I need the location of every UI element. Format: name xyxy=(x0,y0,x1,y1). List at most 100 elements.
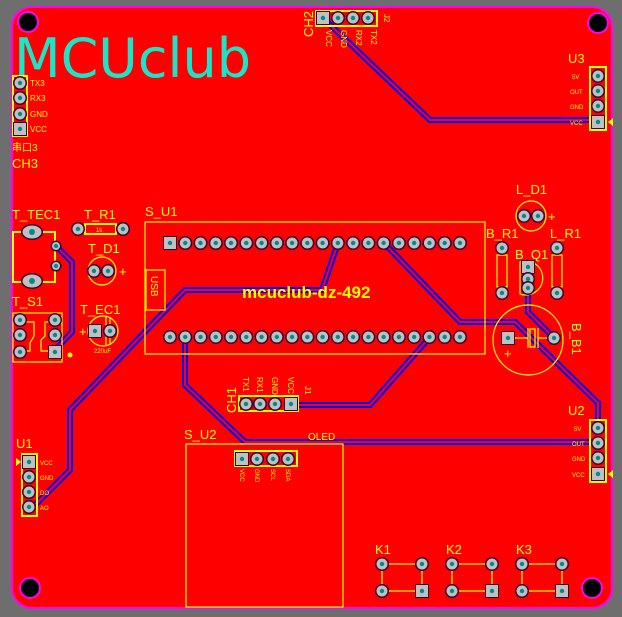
pad-round xyxy=(163,330,177,344)
pad-square xyxy=(22,455,36,469)
trace-gap xyxy=(291,336,431,406)
ch1-header[interactable]: CH1 TX1 RX1 GND VCC J1 xyxy=(224,377,312,413)
l-d1[interactable]: L_D1 + xyxy=(515,182,556,232)
pad-round xyxy=(550,286,564,300)
pad-round xyxy=(531,209,545,223)
b-b1-designator: B_B1 xyxy=(569,323,584,355)
pad-round xyxy=(452,236,467,250)
pin-label: TX1 xyxy=(241,377,250,392)
pad-round xyxy=(103,324,117,338)
u3-designator: U3 xyxy=(568,51,585,66)
pin-label: VCC xyxy=(238,469,244,482)
pad-round xyxy=(547,331,561,345)
pad-round xyxy=(268,397,282,411)
pin-label: VCC xyxy=(40,461,53,467)
pin-label: SCL xyxy=(269,469,275,481)
plus-icon: + xyxy=(119,264,127,279)
pin-label: SDA xyxy=(284,469,290,481)
t-d1-designator: T_D1 xyxy=(88,241,120,256)
pad-square xyxy=(591,467,605,481)
pad-round xyxy=(48,328,62,342)
pad-round xyxy=(281,452,295,466)
pad-round xyxy=(445,557,459,571)
pad-round xyxy=(346,236,361,250)
pad-round xyxy=(254,330,269,344)
s-u2-designator: S_U2 xyxy=(184,427,217,442)
b-r1-designator: B_R1 xyxy=(486,226,519,241)
pad-round xyxy=(22,485,36,499)
pad-square xyxy=(13,122,27,136)
pad-round xyxy=(437,236,452,250)
ch2-header[interactable]: CH2 VCC GND RX2 TX2 J2 xyxy=(301,10,391,48)
key-switch-outline xyxy=(381,563,423,592)
t-d1[interactable]: T_D1 + xyxy=(87,241,127,286)
pad-round xyxy=(269,236,284,250)
pad-round xyxy=(315,330,330,344)
pad-round xyxy=(346,11,360,25)
oled-title: OLED xyxy=(308,432,335,443)
pad-round xyxy=(101,264,115,278)
pad-square xyxy=(48,345,62,359)
pad-round xyxy=(361,11,375,25)
pin-label: 5V xyxy=(574,427,581,433)
pad-round xyxy=(422,236,437,250)
trace-gap xyxy=(322,17,598,121)
pad-square xyxy=(284,397,298,411)
plus-icon: + xyxy=(548,209,556,224)
pad-round xyxy=(495,241,509,255)
pad-round xyxy=(591,99,605,113)
t-ec1-designator: T_EC1 xyxy=(80,302,120,317)
u2-header[interactable]: U2 5V OUT GND VCC xyxy=(568,403,613,483)
s-u1-mcu-module[interactable]: S_U1 USB mcuclub-dz-492 xyxy=(144,204,486,355)
pad-round xyxy=(495,286,509,300)
pad-round xyxy=(13,91,27,105)
key-k1-designator: K1 xyxy=(375,542,391,557)
pad-round xyxy=(266,452,280,466)
pad-round xyxy=(555,557,569,571)
pad-round xyxy=(591,84,605,98)
pin-label: VCC xyxy=(30,125,47,134)
pad-oval xyxy=(21,273,43,289)
pin-label: GND xyxy=(40,476,54,482)
u1-designator: U1 xyxy=(16,436,33,451)
pad-round xyxy=(13,313,27,327)
mounting-hole-icon xyxy=(19,577,41,599)
key-switch-outline xyxy=(521,563,563,592)
pad-round xyxy=(485,557,499,571)
ch1-designator: CH1 xyxy=(224,387,239,413)
t-s1[interactable]: T_S1 xyxy=(12,294,73,363)
pad-round xyxy=(300,236,315,250)
pin-label: GND xyxy=(30,110,48,119)
pad-round xyxy=(391,330,406,344)
pad-round xyxy=(239,236,254,250)
pin-label: RX2 xyxy=(354,30,363,46)
ch1-ref: J1 xyxy=(303,386,312,395)
pin-label: DO xyxy=(40,491,49,497)
pad-round xyxy=(178,236,193,250)
pad-round xyxy=(22,470,36,484)
pad-round xyxy=(391,236,406,250)
t-ec1-value: 220uF xyxy=(94,349,111,355)
pin-label: GND xyxy=(570,105,584,111)
trace-gap xyxy=(54,245,73,351)
pad-round xyxy=(315,236,330,250)
pin-label: AO xyxy=(40,506,49,512)
pad-round xyxy=(13,76,27,90)
pad-round xyxy=(415,557,429,571)
b-b1-buzzer[interactable]: + B_B1 xyxy=(492,304,584,376)
pads xyxy=(13,11,605,598)
pin-label: VCC xyxy=(324,30,333,47)
ch3-caption: 串口3 xyxy=(12,142,38,154)
pad-square xyxy=(521,260,535,274)
pad-round xyxy=(330,330,345,344)
pin-label: 5V xyxy=(572,75,579,81)
u1-header[interactable]: U1 VCC GND DO AO xyxy=(16,436,54,517)
pad-round xyxy=(253,397,267,411)
mounting-hole-icon xyxy=(587,12,609,34)
pad-round xyxy=(254,236,269,250)
plus-icon: + xyxy=(504,346,512,361)
pad-round xyxy=(515,584,529,598)
pad-round xyxy=(376,330,391,344)
u3-header[interactable]: U3 5V OUT GND VCC xyxy=(568,51,613,131)
pad-round xyxy=(375,584,389,598)
